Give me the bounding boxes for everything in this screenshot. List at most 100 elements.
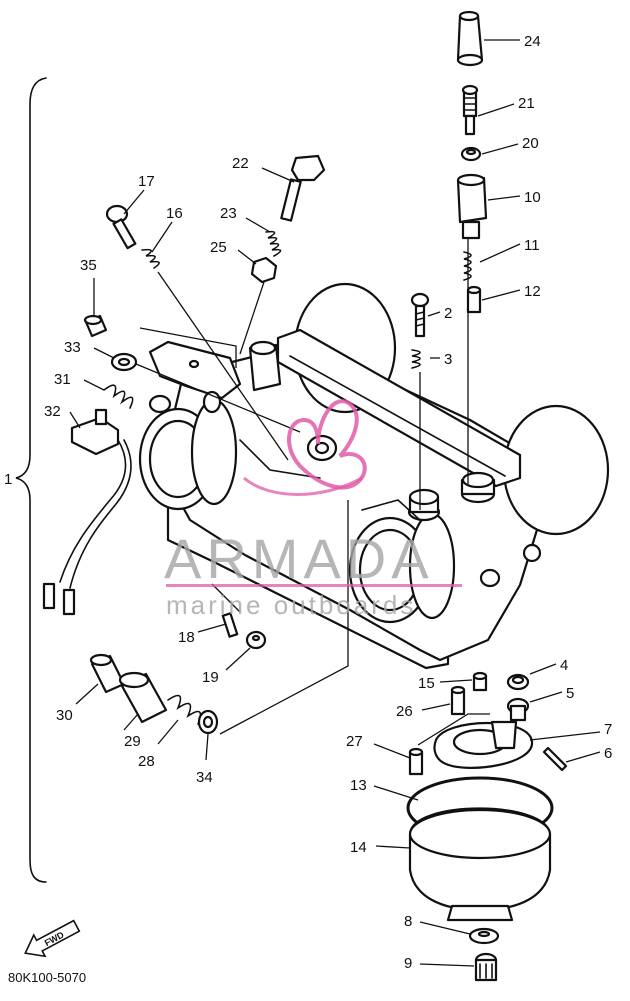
part-11-spring — [463, 251, 472, 281]
callout-5: 5 — [529, 685, 574, 703]
callout-28-label: 28 — [138, 753, 155, 770]
callout-7: 7 — [529, 721, 612, 741]
part-35-cap — [83, 314, 108, 338]
callout-24: 24 — [484, 33, 541, 50]
assembly-bracket — [15, 77, 47, 883]
part-27-jet — [408, 747, 424, 776]
part-20-nut — [460, 146, 482, 162]
callout-30-label: 30 — [56, 707, 73, 724]
callout-26: 26 — [396, 703, 451, 720]
part-19-nut — [245, 630, 267, 650]
watermark-brand: ARMADA — [164, 527, 434, 590]
callout-20: 20 — [481, 135, 539, 155]
part-21-adjuster — [461, 84, 479, 136]
callout-34-label: 34 — [196, 769, 213, 786]
callout-10-label: 10 — [524, 189, 541, 206]
callout-4: 4 — [529, 657, 568, 675]
callout-32-label: 32 — [44, 403, 61, 420]
callout-2-label: 2 — [444, 305, 452, 322]
callout-16-label: 16 — [166, 205, 183, 222]
document-code: 80K100-5070 — [8, 970, 86, 985]
callout-20-label: 20 — [522, 135, 539, 152]
callout-8-label: 8 — [404, 913, 412, 930]
callout-4-label: 4 — [560, 657, 568, 674]
callout-35: 35 — [80, 257, 97, 316]
part-5-jet — [506, 697, 530, 722]
callout-5-label: 5 — [566, 685, 574, 702]
callout-24-label: 24 — [524, 33, 541, 50]
assembly-line-i — [417, 713, 490, 746]
callout-18-label: 18 — [178, 629, 195, 646]
watermark: ARMADA marine outboards — [164, 399, 462, 620]
callout-29: 29 — [123, 713, 141, 750]
assembly-line-f — [135, 363, 301, 433]
part-22-throttle-screw — [280, 154, 326, 222]
callout-9: 9 — [404, 955, 475, 972]
forward-arrow-icon: FWD — [24, 919, 81, 958]
callout-26-label: 26 — [396, 703, 413, 720]
part-32-sensor — [42, 408, 132, 616]
part-16-spring — [141, 248, 160, 269]
callout-13-label: 13 — [350, 777, 367, 794]
callout-25: 25 — [210, 239, 257, 265]
callout-35-label: 35 — [80, 257, 97, 274]
callout-27: 27 — [346, 733, 411, 759]
callout-13: 13 — [350, 777, 419, 801]
callout-11: 11 — [479, 237, 540, 263]
part-9-drain-plug — [474, 952, 498, 982]
callout-17: 17 — [123, 173, 155, 215]
callout-21-label: 21 — [518, 95, 535, 112]
callout-30: 30 — [56, 683, 99, 724]
callout-17-label: 17 — [138, 173, 155, 190]
part-25-nut — [250, 256, 278, 284]
part-28-spring — [167, 694, 202, 725]
assembly-line-h — [211, 583, 241, 613]
part-3-spring — [411, 349, 421, 369]
callout-28: 28 — [138, 719, 179, 770]
assembly-line-c — [239, 281, 265, 355]
callout-22: 22 — [232, 155, 295, 183]
callout-2: 2 — [427, 305, 452, 322]
part-14-float-bowl — [408, 807, 552, 922]
carburetor-body — [138, 282, 610, 670]
callout-14-label: 14 — [350, 839, 367, 856]
callout-25-label: 25 — [210, 239, 227, 256]
callout-14: 14 — [350, 839, 411, 856]
callout-34: 34 — [196, 733, 213, 786]
callout-23: 23 — [220, 205, 271, 233]
assembly-line-g — [219, 500, 349, 735]
callout-31-label: 31 — [54, 371, 71, 388]
part-17-screw — [105, 204, 137, 250]
part-26-jet — [450, 685, 466, 716]
callout-12: 12 — [481, 283, 541, 301]
callout-23-label: 23 — [220, 205, 237, 222]
callout-16: 16 — [151, 205, 183, 253]
assembly-line-d — [157, 271, 289, 461]
part-12-needle — [466, 285, 482, 314]
callout-11-label: 11 — [524, 237, 540, 254]
part-float — [433, 720, 534, 769]
callout-18: 18 — [178, 623, 227, 646]
callout-19: 19 — [202, 647, 251, 686]
part-29-piston — [118, 671, 168, 724]
part-4-cap — [506, 673, 530, 691]
callout-15: 15 — [418, 675, 473, 692]
callout-8: 8 — [404, 913, 471, 935]
callout-29-label: 29 — [124, 733, 141, 750]
callout-6: 6 — [565, 745, 612, 763]
part-23-spring — [265, 230, 282, 257]
assembly-number: 1 — [4, 471, 12, 488]
callout-27-label: 27 — [346, 733, 363, 750]
callout-9-label: 9 — [404, 955, 412, 972]
callout-3-label: 3 — [444, 351, 452, 368]
callout-32: 32 — [44, 403, 81, 429]
part-24-cap — [456, 10, 484, 67]
callout-31: 31 — [54, 371, 105, 391]
assembly-line-e — [139, 327, 237, 368]
callout-10: 10 — [487, 189, 541, 206]
callout-3: 3 — [430, 351, 452, 368]
callout-19-label: 19 — [202, 669, 219, 686]
callout-33-label: 33 — [64, 339, 81, 356]
part-31-spring — [103, 384, 134, 409]
